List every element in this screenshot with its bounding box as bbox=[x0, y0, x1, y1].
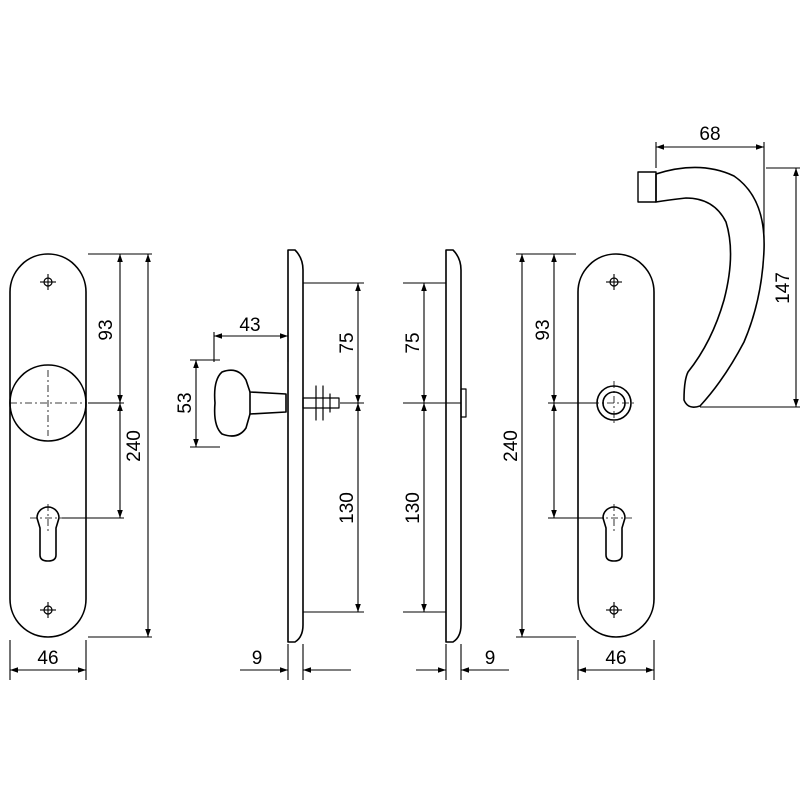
lever-handle-view: 68 147 bbox=[637, 124, 800, 408]
dim-lever-projection: 68 bbox=[699, 124, 720, 145]
dim-upper-spacing: 75 bbox=[337, 332, 358, 353]
dim-plate-height-2: 240 bbox=[501, 430, 522, 462]
dim-upper-offset: 93 bbox=[96, 319, 117, 340]
backplate-side-outline bbox=[287, 249, 304, 643]
side-view-knob: 43 53 75 130 9 bbox=[175, 249, 364, 680]
dim-knob-projection: 43 bbox=[239, 315, 260, 336]
cylinder-cutout-2 bbox=[602, 506, 626, 562]
lever-neck bbox=[637, 171, 657, 203]
dim-plate-width: 46 bbox=[37, 648, 58, 669]
front-view-lever-plate: 240 93 46 bbox=[501, 253, 655, 680]
dim-plate-width-2: 46 bbox=[605, 648, 626, 669]
side-view-plate: 75 130 9 bbox=[403, 249, 509, 680]
dim-upper-offset-2: 93 bbox=[533, 319, 554, 340]
dim-lever-length: 147 bbox=[773, 272, 794, 304]
screw-hole-bottom bbox=[40, 602, 56, 618]
cylinder-cutout bbox=[36, 506, 60, 562]
dim-plate-thickness-2: 9 bbox=[485, 648, 496, 669]
knob-side bbox=[213, 369, 287, 437]
backplate-outline-2 bbox=[577, 253, 655, 638]
dim-plate-height: 240 bbox=[124, 430, 145, 462]
lever-handle bbox=[655, 166, 765, 408]
backplate-outline bbox=[9, 253, 87, 638]
spindle bbox=[302, 397, 340, 409]
screw-hole-top-2 bbox=[606, 274, 622, 290]
plate-side-outline bbox=[445, 249, 462, 643]
screw-hole-top bbox=[40, 274, 56, 290]
screw-hole-bottom-2 bbox=[606, 602, 622, 618]
dim-lower-spacing: 130 bbox=[337, 492, 358, 524]
front-view-knob-plate: 93 240 46 bbox=[9, 253, 152, 680]
dim-plate-thickness: 9 bbox=[252, 648, 263, 669]
dim-upper-spacing-2: 75 bbox=[403, 332, 424, 353]
dim-knob-diameter: 53 bbox=[175, 392, 196, 413]
dim-lower-spacing-2: 130 bbox=[403, 492, 424, 524]
